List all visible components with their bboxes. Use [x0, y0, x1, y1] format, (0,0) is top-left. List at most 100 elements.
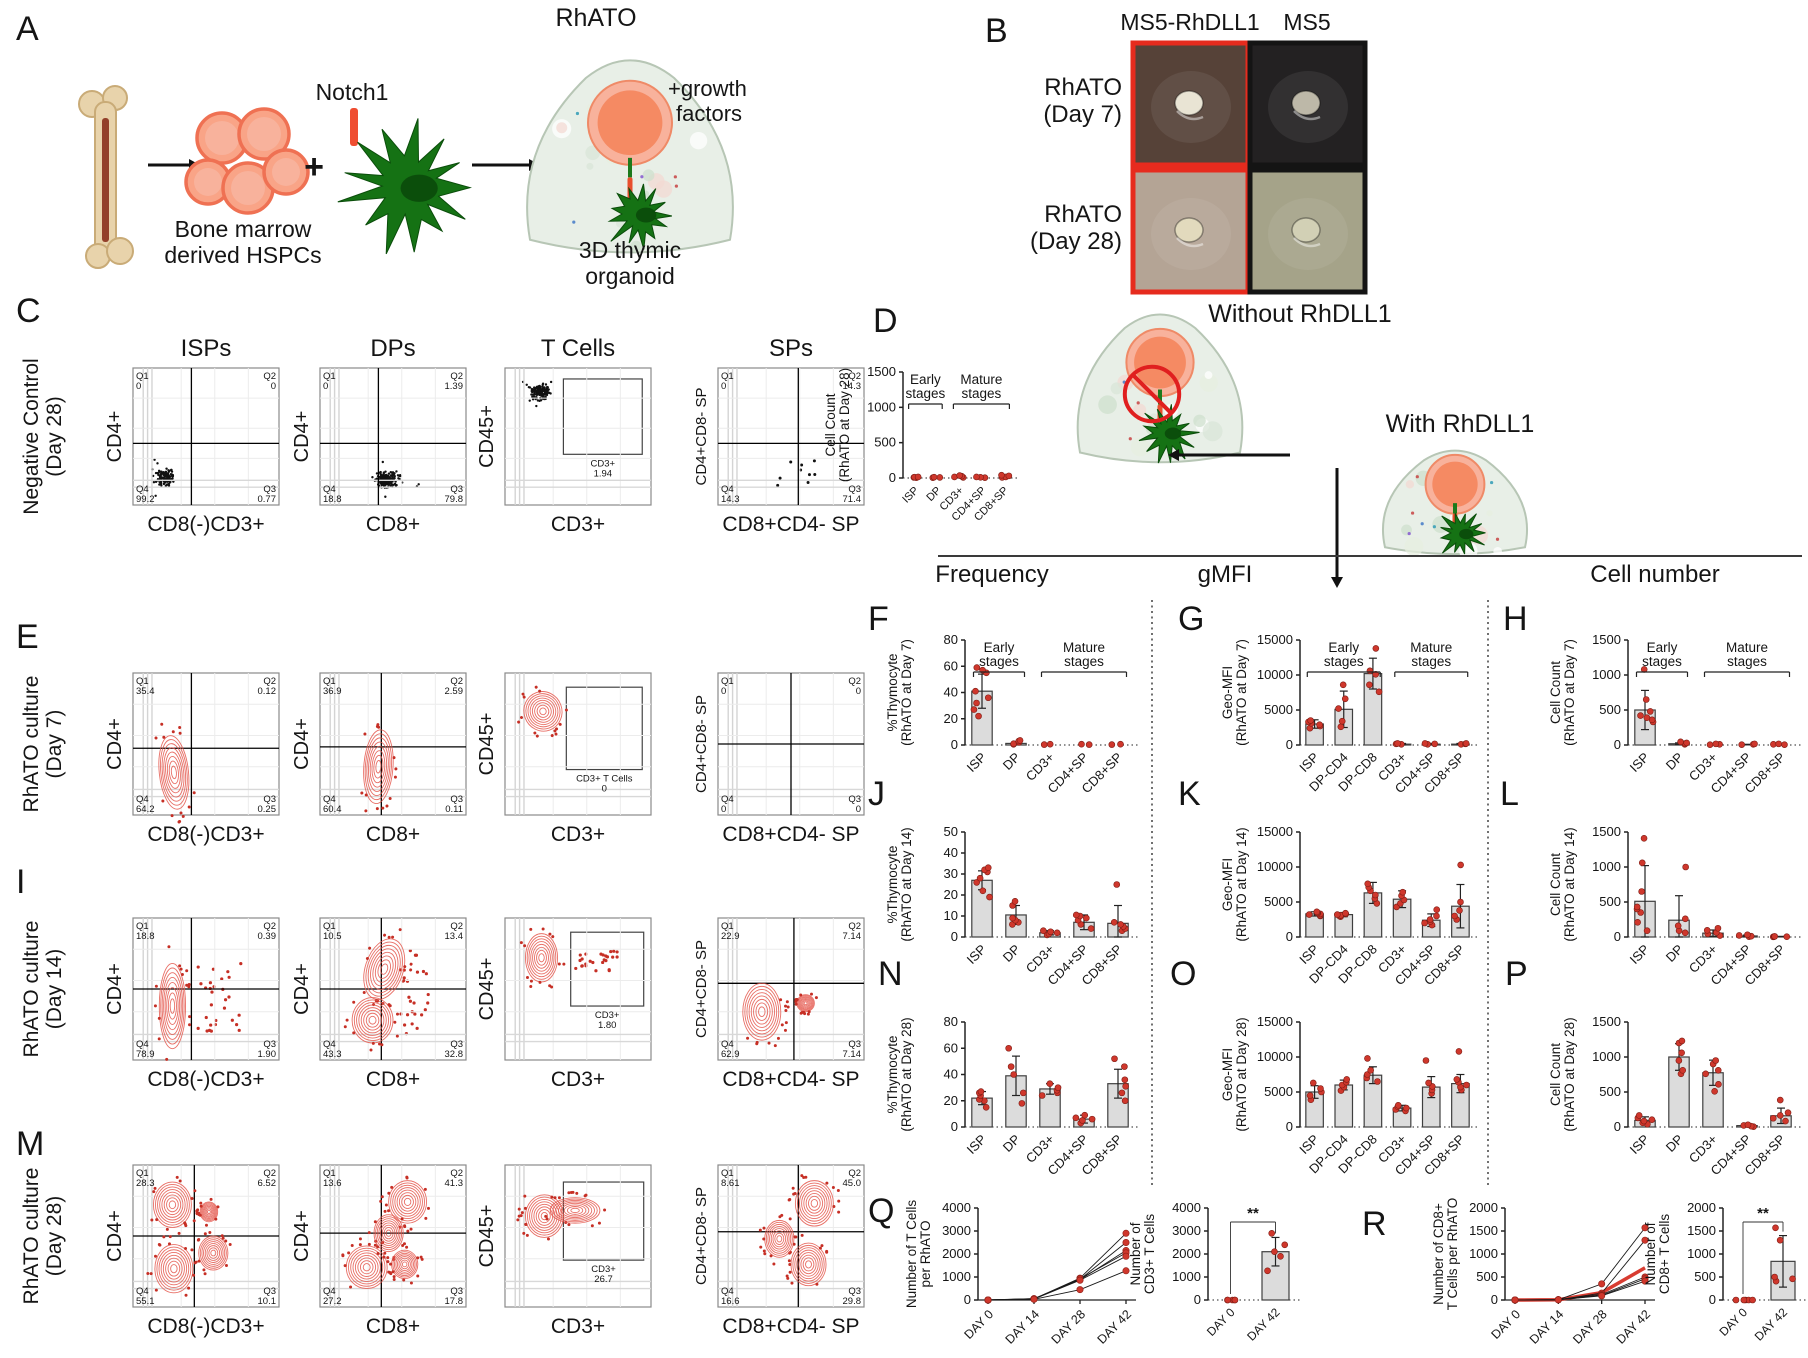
quad-label: Q1: [721, 921, 734, 932]
y-axis-label: CD4+: [291, 1210, 313, 1262]
trend-line: [1514, 1266, 1646, 1302]
y-axis-label: (RhATO at Day 28): [837, 368, 852, 482]
flow-plot: [504, 367, 652, 506]
x-axis-label: CD8+: [366, 1068, 420, 1091]
y-axis-label: Geo-MFI: [1220, 666, 1235, 719]
y-axis-label: CD4+CD8- SP: [693, 695, 710, 793]
data-point: [1744, 931, 1751, 939]
quad-label: Q3: [848, 1039, 861, 1050]
data-point: [1268, 1230, 1276, 1237]
quad-value: 14.3: [843, 381, 862, 392]
y-axis-label: Number of: [1128, 1222, 1143, 1285]
data-point: [1110, 918, 1118, 926]
y-tick-label: 500: [1599, 894, 1621, 909]
flow-plot: [717, 917, 865, 1061]
data-point: [1598, 1292, 1606, 1300]
prohibition-icon: [1122, 364, 1182, 424]
y-tick-label: 40: [944, 845, 958, 860]
series-line: [1514, 1280, 1646, 1301]
data-point: [1339, 681, 1347, 689]
data-point: [1306, 1092, 1314, 1099]
quad-label: Q4: [323, 1286, 336, 1297]
quad-value: 0: [136, 381, 141, 392]
gate-label: CD3+: [591, 1264, 616, 1275]
data-point: [1366, 667, 1374, 675]
y-tick-label: 10: [944, 908, 958, 923]
data-point: [1782, 1117, 1789, 1125]
quad-label: Q2: [450, 921, 463, 932]
quad-value: 36.9: [323, 686, 342, 697]
y-tick-label: 1000: [1592, 859, 1621, 874]
column-header: MS5-RhDLL1: [1120, 9, 1259, 35]
quad-value: 43.3: [323, 1049, 342, 1060]
data-point: [1634, 918, 1641, 926]
y-tick-label: 500: [1599, 1084, 1621, 1099]
flow-row-label: RhATO culture: [20, 1168, 43, 1305]
data-point: [1040, 927, 1047, 935]
x-category-label: DAY 0: [1488, 1307, 1523, 1342]
data-point: [1598, 1280, 1606, 1288]
quad-value: 28.3: [136, 1178, 155, 1189]
contour-population: [153, 945, 192, 1061]
quad-label: Q1: [323, 676, 336, 687]
y-tick-label: 80: [944, 1014, 958, 1029]
quad-label: Q1: [136, 676, 149, 687]
data-point: [975, 712, 982, 720]
quad-value: 0: [721, 804, 726, 815]
quad-value: 2.59: [445, 686, 464, 697]
stage-bracket-label: stages: [979, 654, 1019, 669]
data-point: [1783, 933, 1791, 941]
row-label: RhATO: [1044, 74, 1122, 101]
data-point: [1682, 915, 1689, 923]
quad-value: 13.4: [445, 931, 464, 942]
data-point: [1706, 741, 1714, 748]
data-point: [1053, 929, 1061, 937]
series-line: [987, 1255, 1127, 1301]
x-category-label: DAY 0: [1204, 1305, 1238, 1339]
significance-label: **: [1757, 1205, 1769, 1222]
quad-value: 0.25: [258, 804, 277, 815]
y-tick-label: 0: [1614, 1119, 1621, 1134]
y-tick-label: 50: [944, 824, 958, 839]
y-axis-label: (RhATO at Day 28): [899, 1017, 914, 1131]
quad-label: Q2: [848, 1168, 861, 1179]
data-point: [1081, 1111, 1089, 1119]
quad-value: 29.8: [843, 1296, 862, 1307]
flow-row-label: RhATO culture: [20, 921, 43, 1058]
data-point: [973, 473, 980, 481]
rhato-title: RhATO: [555, 4, 636, 32]
y-tick-label: 0: [964, 1292, 971, 1307]
quad-value: 18.8: [136, 931, 155, 942]
y-axis-label: (RhATO at Day 28): [1234, 1017, 1249, 1131]
data-point: [984, 1296, 992, 1304]
data-point: [1425, 1079, 1432, 1087]
x-category-label: DP: [1000, 750, 1023, 773]
quad-value: 71.4: [843, 494, 862, 505]
quad-value: 45.0: [843, 1178, 862, 1189]
data-point: [1776, 1112, 1784, 1119]
data-point: [1046, 740, 1054, 748]
gate-box: [570, 931, 645, 1007]
quad-value: 62.9: [721, 1049, 740, 1060]
y-axis-label: %Thymocyte: [885, 1035, 900, 1113]
x-axis-label: CD8(-)CD3+: [147, 1315, 264, 1338]
data-point: [1633, 903, 1641, 911]
data-point: [1054, 1084, 1062, 1091]
y-tick-label: 5000: [1264, 894, 1293, 909]
x-category-label: ISP: [964, 1132, 989, 1157]
quad-value: 79.8: [445, 494, 464, 505]
data-point: [1305, 911, 1313, 918]
arrow-head-icon: [1168, 449, 1179, 461]
data-point: [930, 473, 938, 481]
data-point: [1776, 1096, 1784, 1104]
x-category-label: DP: [1663, 750, 1686, 773]
quad-label: Q1: [323, 921, 336, 932]
y-tick-label: 15000: [1257, 632, 1293, 647]
contour-population: [787, 1174, 841, 1227]
quad-value: 1.39: [445, 381, 464, 392]
data-point: [1364, 1055, 1371, 1062]
y-tick-label: 3000: [1172, 1223, 1201, 1238]
y-tick-label: 30: [944, 866, 958, 881]
quad-label: Q4: [136, 484, 149, 495]
